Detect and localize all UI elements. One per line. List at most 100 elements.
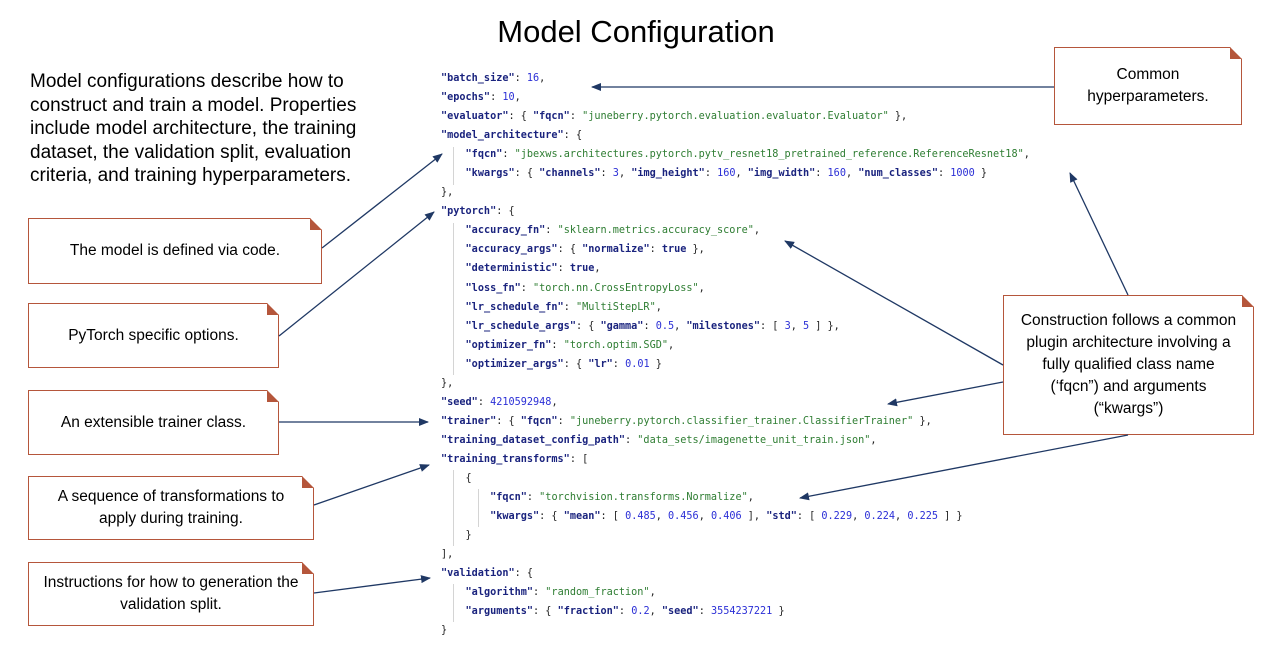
code-token: "fqcn" [533,111,570,123]
page-title: Model Configuration [497,14,775,49]
code-token: 16 [526,73,540,84]
indent-guide [453,470,454,546]
code-token: "model_architecture" [441,130,564,142]
code-token: , [747,492,754,504]
code-token: : [557,263,570,275]
code-token: }, [441,377,454,389]
code-line: "batch_size": 16, [441,69,1101,88]
code-token: , [698,511,711,523]
code-token: 160 [717,168,736,180]
code-line: "evaluator": { "fqcn": "juneberry.pytorc… [441,107,1101,126]
code-token: true [569,263,595,275]
code-token: "epochs" [441,92,491,104]
code-token: , [667,339,675,351]
code-token: "mean" [563,511,601,523]
code-token: "img_height" [631,168,705,180]
code-line: } [441,526,1101,545]
callout-text: The model is defined via code. [69,242,281,259]
code-token: "kwargs" [465,168,515,180]
code-token: : [937,168,951,180]
code-token: : { [533,606,558,618]
code-token: { [441,472,472,484]
code-token: "algorithm" [465,587,534,599]
callout-text: A sequence of transformations to apply d… [57,488,285,527]
callout-text: An extensible trainer class. [60,413,247,431]
code-token: : { [496,206,515,218]
code-token: "fqcn" [490,492,527,504]
code-token: } [441,625,448,637]
callout-pytorch-options: PyTorch specific options. [28,303,279,368]
code-token: }, [686,244,705,256]
code-token: "juneberry.pytorch.evaluation.evaluator.… [582,111,889,123]
code-token: "fqcn" [465,149,503,161]
code-token: "torchvision.transforms.Normalize" [539,492,748,504]
code-line: "arguments": { "fraction": 0.2, "seed": … [441,602,1101,621]
code-token: 5 [802,320,810,332]
callout-text: Common hyperparameters. [1087,66,1209,105]
code-token: "torch.nn.CrossEntropyLoss" [533,282,699,294]
arrow-plugin-to-accuracy-fn [784,240,1004,366]
code-line: "optimizer_args": { "lr": 0.01 } [441,355,1101,374]
code-token: }, [913,415,932,427]
code-line: "kwargs": { "channels": 3, "img_height":… [441,164,1101,183]
callout-text: Instructions for how to generation the v… [43,574,299,613]
code-token: ] } [937,511,963,523]
code-line: "accuracy_args": { "normalize": true }, [441,240,1101,259]
code-token: , [551,396,558,408]
code-line: "deterministic": true, [441,259,1101,278]
code-token: "optimizer_fn" [465,339,552,351]
code-token: : [514,73,527,84]
code-line: "training_dataset_config_path": "data_se… [441,431,1101,450]
code-token: } [649,358,662,370]
code-token: : [557,415,570,427]
code-token: "torch.optim.SGD" [563,339,668,351]
callout-trainer-class: An extensible trainer class. [28,390,279,455]
code-token: "validation" [441,568,515,580]
code-token: 0.225 [907,511,938,523]
code-token: "img_width" [747,168,816,180]
code-token: "fqcn" [520,415,558,427]
code-line: "training_transforms": [ [441,450,1101,469]
code-token: 0.01 [625,358,650,370]
code-token: }, [888,111,908,123]
code-token: 10 [502,92,515,104]
code-line: "fqcn": "torchvision.transforms.Normaliz… [441,488,1101,507]
code-token: : { [539,511,564,523]
code-token: : [520,282,534,294]
code-token: : [600,168,613,180]
code-token: "normalize" [582,244,650,256]
code-token: : { [514,168,540,180]
code-token: 0.485 [625,511,656,523]
code-token: : { [575,320,601,332]
code-token: , [674,320,687,332]
code-token: 0.229 [821,511,853,523]
code-token: 0.406 [710,511,742,523]
code-token: : [502,149,515,161]
code-token: "seed" [661,606,699,618]
code-token: ] }, [809,320,840,332]
code-token: "channels" [539,168,601,180]
code-token: "fraction" [557,606,619,618]
code-token: , [618,168,632,180]
code-token: "training_transforms" [441,453,570,465]
code-token: 3 [612,168,619,180]
code-token: : [533,587,546,599]
code-line: "pytorch": { [441,202,1101,221]
code-token: : { [508,111,534,123]
code-line: "optimizer_fn": "torch.optim.SGD", [441,336,1101,355]
code-token: "batch_size" [441,73,515,84]
code-token: "gamma" [600,320,644,332]
code-token: , [790,320,803,332]
callout-text: Construction follows a common plugin arc… [1020,312,1237,417]
code-token: 0.2 [631,606,650,618]
code-token: : { [563,358,589,370]
code-token: , [514,92,521,104]
code-line: "seed": 4210592948, [441,393,1101,412]
code-line: }, [441,183,1101,202]
code-token: "lr_schedule_args" [465,320,576,332]
code-token: , [698,282,705,294]
code-token: "pytorch" [441,206,497,218]
code-token: "data_sets/imagenette_unit_train.json" [637,434,871,446]
code-token: "optimizer_args" [465,358,564,370]
